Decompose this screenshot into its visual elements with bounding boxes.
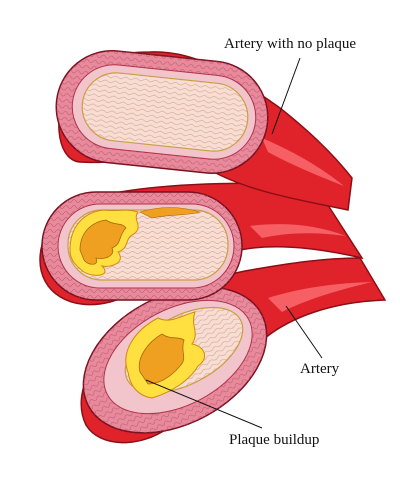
leader-artery — [285, 305, 323, 359]
artery-no-plaque — [55, 50, 353, 211]
label-artery: Artery — [300, 361, 340, 377]
leader-plaque-buildup — [145, 379, 263, 429]
artery-early-plaque — [39, 182, 364, 306]
artery-2-plaque-core — [79, 219, 127, 265]
artery-1-highlight — [262, 138, 344, 186]
artery-2-highlight — [250, 224, 346, 238]
artery-2-plaque-strand — [139, 207, 201, 219]
label-artery-no-plaque: Artery with no plaque — [224, 36, 357, 52]
label-plaque-buildup: Plaque buildup — [229, 432, 320, 448]
artery-plaque-buildup — [80, 257, 387, 444]
artery-3-highlight — [268, 282, 372, 312]
leader-no-plaque — [271, 57, 301, 135]
artery-3-plaque-core — [138, 333, 185, 385]
